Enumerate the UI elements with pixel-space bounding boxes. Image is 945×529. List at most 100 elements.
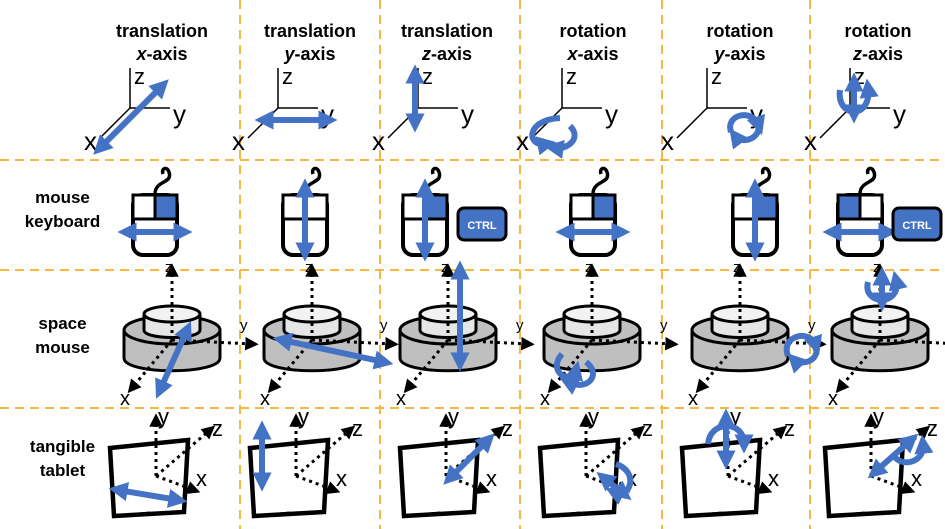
y-axis-label: y [461, 99, 474, 129]
x-axis-label: x [232, 126, 245, 156]
z-axis-dotted [155, 425, 216, 478]
space-mouse-rx: zyx [540, 259, 679, 410]
x-axis-label: x [396, 388, 406, 410]
y-axis-label: y [660, 317, 668, 334]
tablet-tx: y zx [107, 404, 223, 519]
y-rotation-arrow [727, 112, 766, 136]
axes-icon-tz: z y x [372, 64, 474, 156]
axes-icon-ry: zyx [661, 64, 766, 156]
tablet-button [279, 511, 291, 516]
header-rotation-y: rotation y-axis [706, 21, 774, 64]
x-axis-label: x [516, 126, 529, 156]
ctrl-key-label: CTRL [467, 220, 497, 232]
z-axis-label: z [585, 259, 593, 276]
z-axis-label: z [502, 416, 513, 441]
y-axis-label: y [873, 404, 884, 429]
space-mouse-tx: zyx [120, 259, 259, 410]
mouse-icon-ry [731, 166, 779, 262]
z-axis-dotted [727, 425, 788, 478]
z-axis-label: z [134, 64, 145, 89]
x-axis-label: x [372, 126, 385, 156]
ctrl-key [456, 206, 508, 242]
y-axis-label: y [605, 99, 618, 129]
space-mouse-cap-top [562, 304, 622, 324]
space-mouse-cap-top [418, 304, 478, 324]
header-rotation-x: rotation x-axis [559, 21, 627, 64]
x-axis-label: x [120, 388, 130, 410]
y-axis-label: y [893, 99, 906, 129]
x-axis-label: x [196, 466, 207, 491]
mouse-right-button [153, 193, 179, 221]
mouse-cable [591, 166, 610, 195]
x-axis-line [819, 107, 851, 139]
space-x-rotation-arrow [553, 352, 583, 382]
x-rotation-arrow [529, 115, 561, 156]
x-axis-line [676, 107, 708, 139]
mouse-left-button [131, 193, 157, 221]
tablet-frame [397, 437, 481, 519]
tablet-button [711, 511, 723, 516]
tablet-frame [679, 437, 763, 519]
z-axis-label: z [212, 416, 223, 441]
mouse-icon-tz: CTRL [401, 166, 508, 262]
z-axis-label: z [873, 259, 881, 276]
mouse-left-button [731, 193, 757, 221]
y-axis-label: y [808, 317, 816, 334]
y-axis-label: y [158, 404, 169, 429]
axes-icon-rx: zyx [516, 64, 618, 159]
y-rotation-arrow [729, 125, 762, 150]
mouse-right-button [303, 193, 329, 221]
x-axis-label: x [688, 388, 698, 410]
z-axis-label: z [305, 259, 313, 276]
mouse-cable [858, 166, 877, 195]
space-mouse-ty: zyx [260, 259, 399, 410]
mouse-icon-ty [281, 166, 329, 262]
axes-icon-ty: z y x [232, 64, 338, 156]
mouse-icon-rz: CTRL [822, 166, 943, 257]
z-axis-label: z [422, 64, 433, 89]
space-y-rotation-arrow [783, 333, 823, 358]
x-axis-label: x [486, 466, 497, 491]
y-axis-label: y [240, 317, 248, 334]
z-axis-label: z [733, 259, 741, 276]
z-axis-dotted [585, 425, 646, 478]
space-mouse-ry: z y x [688, 259, 827, 410]
space-y-rotation-arrow [787, 345, 820, 374]
z-axis-label: z [784, 416, 795, 441]
space-y-translation-arrow [272, 332, 394, 370]
ctrl-key [891, 206, 943, 242]
mouse-right-button [591, 193, 617, 221]
mouse-left-button [401, 193, 427, 221]
y-axis-label: y [516, 317, 524, 334]
y-axis-label: y [380, 317, 388, 334]
header-translation-z: translation z-axis [400, 21, 493, 64]
mouse-right-button [753, 193, 779, 221]
space-x-translation-arrow [155, 321, 192, 399]
axes-icon-rz: zyx [804, 64, 906, 156]
y-axis-label: y [173, 99, 186, 129]
tablet-x-translation-arrow [108, 482, 188, 508]
z-axis-label: z [441, 259, 449, 276]
space-mouse-cap-top [142, 304, 202, 324]
z-axis-label: z [642, 416, 653, 441]
space-mouse-cap-top [850, 304, 910, 324]
tablet-button [569, 511, 581, 516]
z-axis-label: z [282, 64, 293, 89]
x-rotation-arrow [544, 123, 578, 159]
x-axis-label: x [804, 126, 817, 156]
x-axis-label: x [911, 466, 922, 491]
z-axis-dotted [295, 425, 356, 478]
axes-icon-tx: zyx [84, 64, 186, 156]
x-translation-arrow [93, 79, 169, 155]
tablet-x-axis-arrow [596, 472, 632, 500]
y-axis-label: y [588, 404, 599, 429]
y-axis-label: y [321, 99, 334, 129]
